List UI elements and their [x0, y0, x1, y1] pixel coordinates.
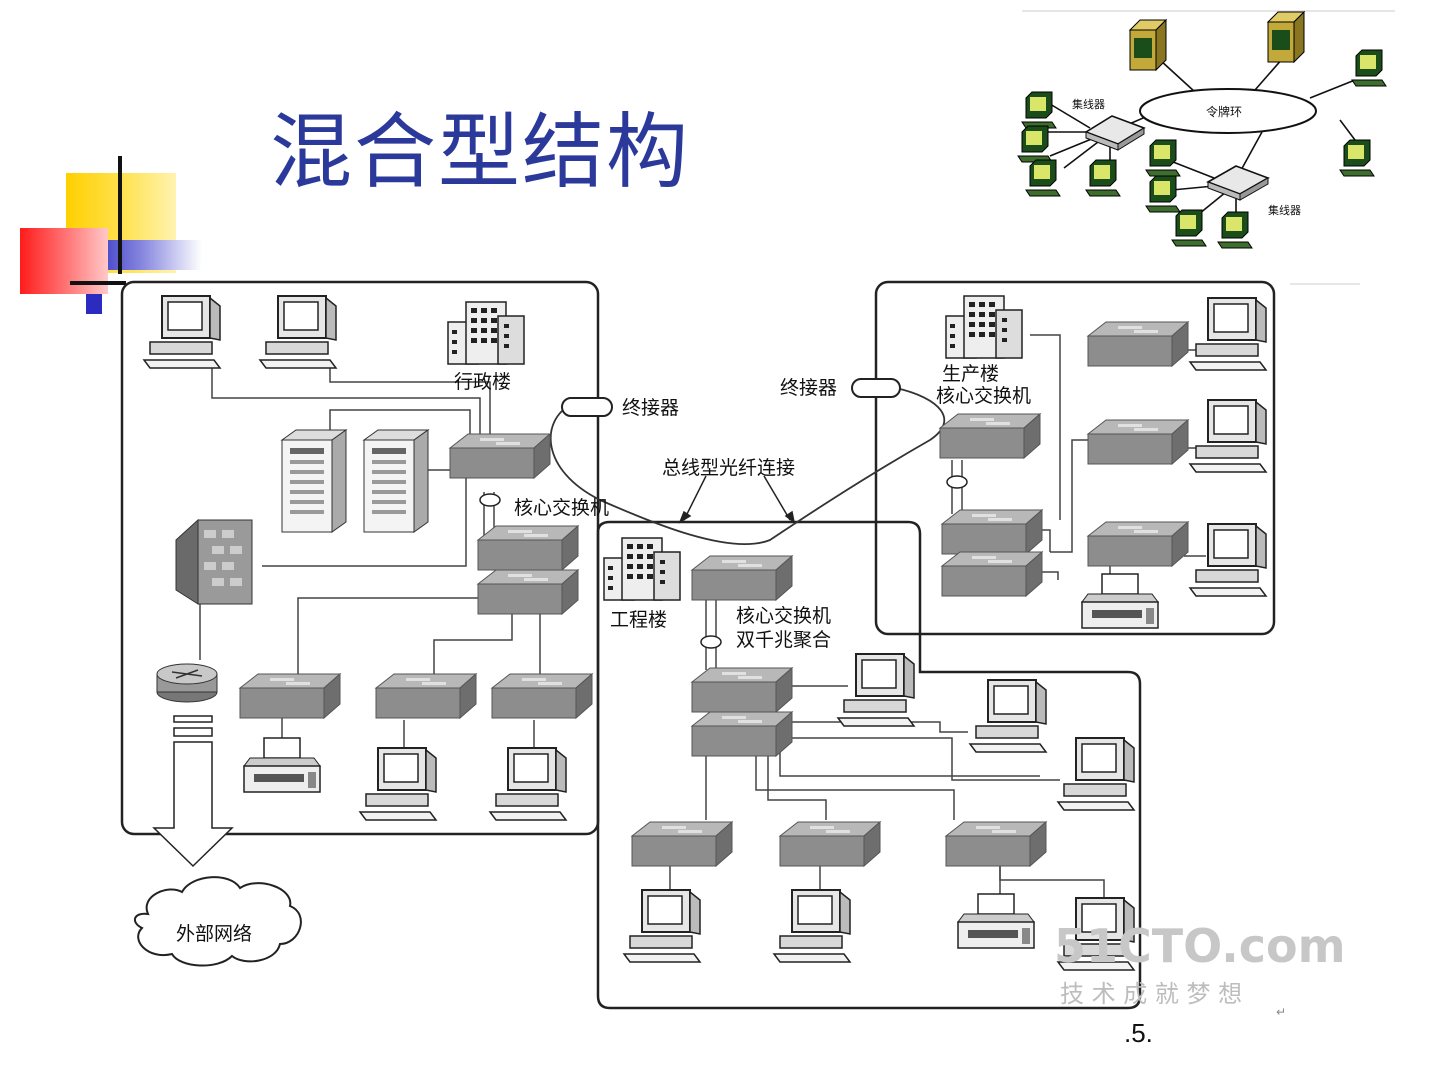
inset-workstation-icon — [1017, 125, 1053, 163]
inset-ring-label: 令牌环 — [1206, 104, 1242, 119]
switch-icon — [1087, 419, 1189, 465]
workstation-icon — [1057, 737, 1135, 811]
production-building-label: 生产楼 — [942, 363, 999, 385]
inset-workstation-icon — [1351, 49, 1387, 87]
inset-workstation-icon — [1085, 159, 1121, 197]
switch-icon — [1087, 521, 1189, 567]
return-mark-icon: ↵ — [1276, 1005, 1286, 1019]
terminator-admin — [561, 397, 613, 417]
backbone-label: 总线型光纤连接 — [662, 457, 795, 479]
workstation-icon — [489, 747, 567, 821]
switch-icon — [691, 711, 793, 757]
backbone-pointers — [678, 475, 796, 524]
engineering-building-panel — [596, 520, 1142, 1010]
inset-workstation-icon — [1145, 175, 1181, 213]
inset-server-icon — [1129, 19, 1167, 71]
workstation-icon — [773, 889, 851, 963]
watermark-brand: 51CTO.com — [1054, 919, 1346, 973]
workstation-icon — [1189, 297, 1267, 371]
switch-icon — [941, 509, 1043, 555]
inset-workstation-icon — [1339, 139, 1375, 177]
inset-workstation-icon — [1217, 211, 1253, 249]
admin-core-switch-icon — [449, 433, 551, 479]
switch-icon — [941, 551, 1043, 597]
switch-icon — [239, 673, 341, 719]
firewall-icon — [175, 518, 253, 605]
switch-icon — [375, 673, 477, 719]
inset-hub-1 — [1084, 115, 1146, 151]
workstation-icon — [969, 679, 1047, 753]
admin-core-switch-label: 核心交换机 — [514, 497, 609, 519]
switch-icon — [945, 821, 1047, 867]
workstation-icon — [1189, 523, 1267, 597]
inset-token-ring-diagram: 令牌环 集线器 集线器 — [1017, 10, 1395, 285]
inset-hub-2 — [1206, 165, 1270, 201]
printer-icon — [243, 737, 321, 793]
server-icon — [363, 429, 429, 533]
slide-title: 混合型结构 — [270, 105, 691, 200]
lan-cabling — [199, 334, 1206, 900]
engineering-core-switch-label: 核心交换机 — [736, 605, 831, 627]
admin-building-icon — [447, 301, 525, 365]
switch-icon — [779, 821, 881, 867]
admin-building-label: 行政楼 — [454, 371, 511, 393]
workstation-icon — [1189, 399, 1267, 473]
switch-icon — [477, 525, 579, 571]
page-number: .5. — [1124, 1018, 1153, 1048]
inset-workstation-icon — [1025, 159, 1061, 197]
switch-icon — [631, 821, 733, 867]
switch-icon — [691, 667, 793, 713]
terminator-production — [851, 378, 901, 398]
printer-icon — [957, 893, 1035, 949]
production-building-icon — [945, 295, 1023, 359]
workstation-icon — [359, 747, 437, 821]
production-terminator-label: 终接器 — [780, 377, 837, 399]
inset-workstation-icon — [1171, 209, 1207, 247]
inset-hub-label-2: 集线器 — [1268, 203, 1301, 217]
deco-black-hline — [70, 281, 126, 285]
switch-icon — [491, 673, 593, 719]
engineering-core-switch-icon — [691, 555, 793, 601]
workstation-icon — [259, 295, 337, 369]
uplink-arrow-icon — [152, 715, 234, 868]
admin-terminator-label: 终接器 — [622, 397, 679, 419]
inset-workstation-icon — [1021, 91, 1057, 129]
engineering-building-icon — [603, 537, 681, 601]
workstation-icon — [143, 295, 221, 369]
switch-icon — [477, 569, 579, 615]
production-core-switch-icon — [939, 413, 1041, 459]
switch-icon — [1087, 321, 1189, 367]
inset-server-icon — [1267, 11, 1305, 63]
workstation-icon — [837, 653, 915, 727]
server-icon — [281, 429, 347, 533]
production-building-panel — [874, 280, 1276, 636]
external-network-label: 外部网络 — [176, 923, 252, 945]
deco-blue-small — [86, 294, 102, 314]
printer-icon — [1081, 573, 1159, 629]
engineering-aggregation-label: 双千兆聚合 — [736, 629, 831, 651]
inset-hub-label-1: 集线器 — [1072, 97, 1105, 111]
deco-black-vline — [118, 156, 122, 274]
inset-workstation-icon — [1145, 139, 1181, 177]
external-network-cloud — [133, 876, 302, 967]
watermark-slogan: 技 术 成 就 梦 想 — [1060, 980, 1242, 1008]
workstation-icon — [623, 889, 701, 963]
router-icon — [156, 663, 218, 703]
production-core-switch-label: 核心交换机 — [936, 385, 1031, 407]
engineering-building-label: 工程楼 — [610, 609, 667, 631]
